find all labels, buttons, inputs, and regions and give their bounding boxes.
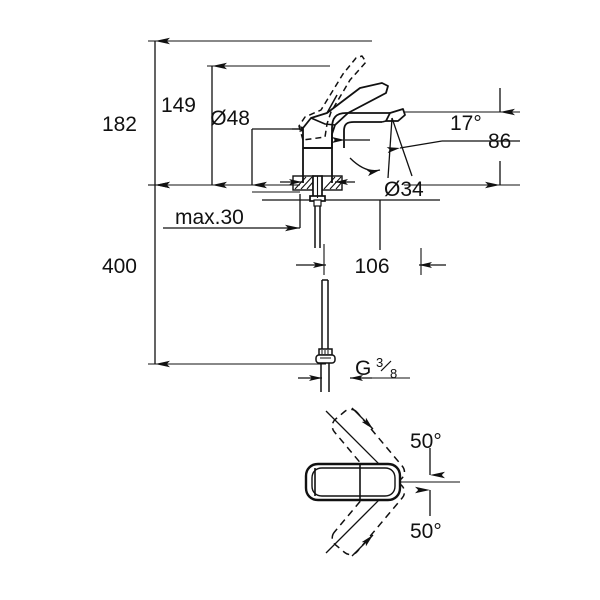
dimension-149-label: 149 — [161, 94, 196, 117]
thread-label-denominator: 8 — [390, 366, 397, 381]
dimension-86-label: 86 — [488, 130, 511, 153]
dimension-182: 182 — [102, 37, 170, 189]
supply-tube-lower — [315, 279, 336, 392]
dimension-149: 149 — [161, 62, 227, 189]
dimension-diameter-34-label: Ø34 — [384, 178, 424, 201]
dimension-thread-g38: G 3 8 — [298, 355, 410, 381]
dimension-182-label: 182 — [102, 113, 137, 136]
spout-plan-outline — [304, 462, 402, 502]
deck-cross-section — [280, 175, 355, 202]
dimension-max-30: max.30 — [163, 194, 301, 232]
dimension-400: 400 — [102, 181, 170, 368]
supply-tube-upper — [313, 199, 322, 248]
dimension-angle-17: 17° — [386, 112, 520, 154]
dimension-86: 86 — [485, 88, 515, 189]
plan-swivel-view: 50° 50° — [304, 407, 460, 557]
extension-lines — [148, 40, 520, 365]
thread-label-numerator: 3 — [376, 355, 383, 370]
dimension-angle-17-label: 17° — [450, 112, 482, 135]
dimension-diameter-48: Ø48 — [210, 107, 312, 189]
dimension-400-label: 400 — [102, 255, 137, 278]
dimension-106-label: 106 — [354, 255, 389, 278]
dimension-106: 106 — [296, 244, 446, 278]
lever-handle-raised-phantom — [298, 55, 367, 141]
elevation-view: 182 149 Ø48 Ø34 — [102, 37, 520, 392]
dimension-diameter-34: Ø34 — [262, 178, 440, 250]
dimension-angle-50-upper-label: 50° — [410, 430, 442, 453]
faucet-body-geometry — [298, 55, 413, 183]
dimension-diameter-48-label: Ø48 — [210, 107, 250, 130]
thread-label-g: G — [355, 357, 371, 380]
dimension-max-30-label: max.30 — [175, 206, 244, 229]
dimension-angle-50-lower-label: 50° — [410, 520, 442, 543]
